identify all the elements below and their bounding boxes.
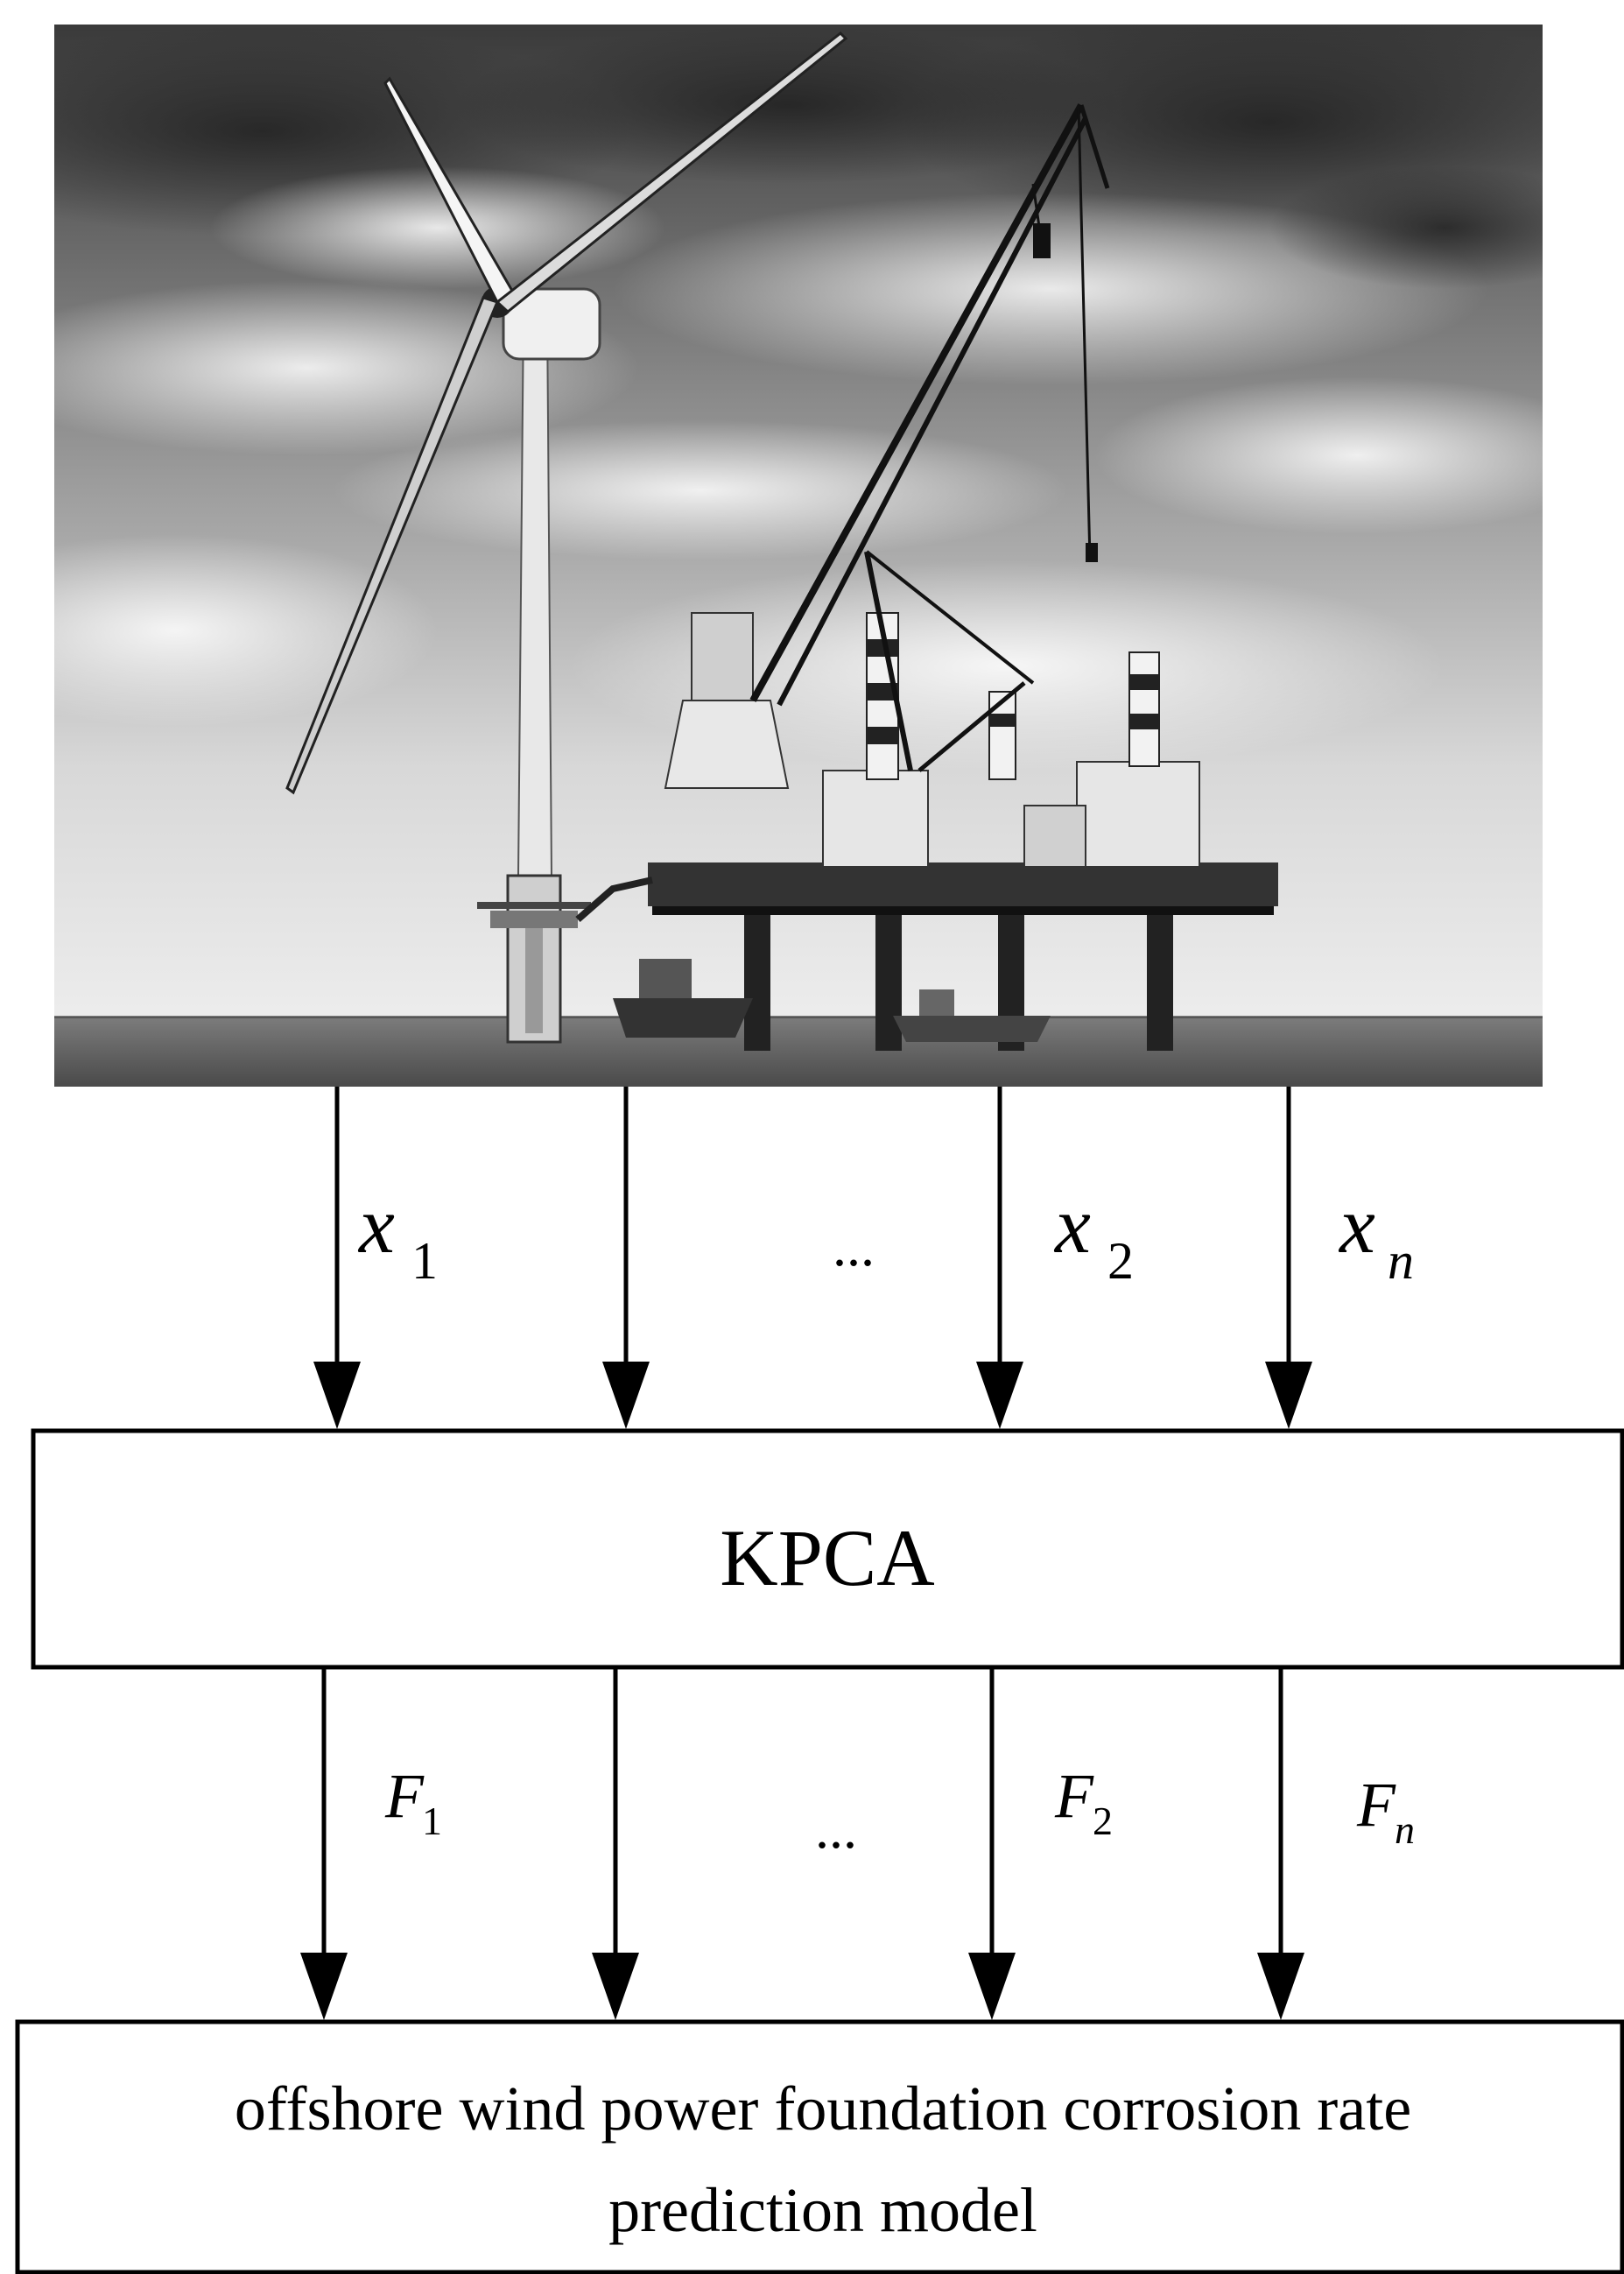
svg-text:F: F (1356, 1770, 1396, 1840)
output-ellipsis: ... (815, 1798, 857, 1860)
kpca-box: KPCA (31, 1428, 1624, 1670)
svg-text:1: 1 (422, 1799, 442, 1843)
input-arrows (313, 1087, 1312, 1429)
input-label-xn: x n (1338, 1180, 1414, 1290)
output-label-fn: F n (1356, 1770, 1415, 1852)
svg-text:x: x (1338, 1180, 1375, 1270)
wind-turbine (285, 31, 848, 1044)
svg-text:n: n (1388, 1232, 1414, 1290)
svg-text:2: 2 (1093, 1799, 1113, 1843)
svg-text:F: F (1054, 1761, 1094, 1831)
input-label-x2: x 2 (1053, 1180, 1134, 1290)
offshore-wind-photo (54, 25, 1543, 1087)
model-label-line2: prediction model (608, 2175, 1037, 2245)
input-label-x1: x 1 (357, 1180, 438, 1290)
crane-vessel (575, 103, 1278, 1051)
svg-text:F: F (384, 1761, 425, 1831)
input-ellipsis: ... (833, 1215, 875, 1278)
svg-text:1: 1 (411, 1232, 438, 1290)
model-label-line1: offshore wind power foundation corrosion… (235, 2073, 1411, 2144)
svg-text:x: x (357, 1180, 395, 1270)
svg-text:n: n (1395, 1807, 1415, 1852)
output-label-f1: F 1 (384, 1761, 442, 1843)
output-label-f2: F 2 (1054, 1761, 1113, 1843)
svg-text:x: x (1053, 1180, 1091, 1270)
svg-text:2: 2 (1107, 1232, 1134, 1290)
kpca-label: KPCA (720, 1513, 934, 1602)
prediction-model-box: offshore wind power foundation corrosion… (15, 2019, 1624, 2274)
output-arrows (300, 1667, 1304, 2020)
